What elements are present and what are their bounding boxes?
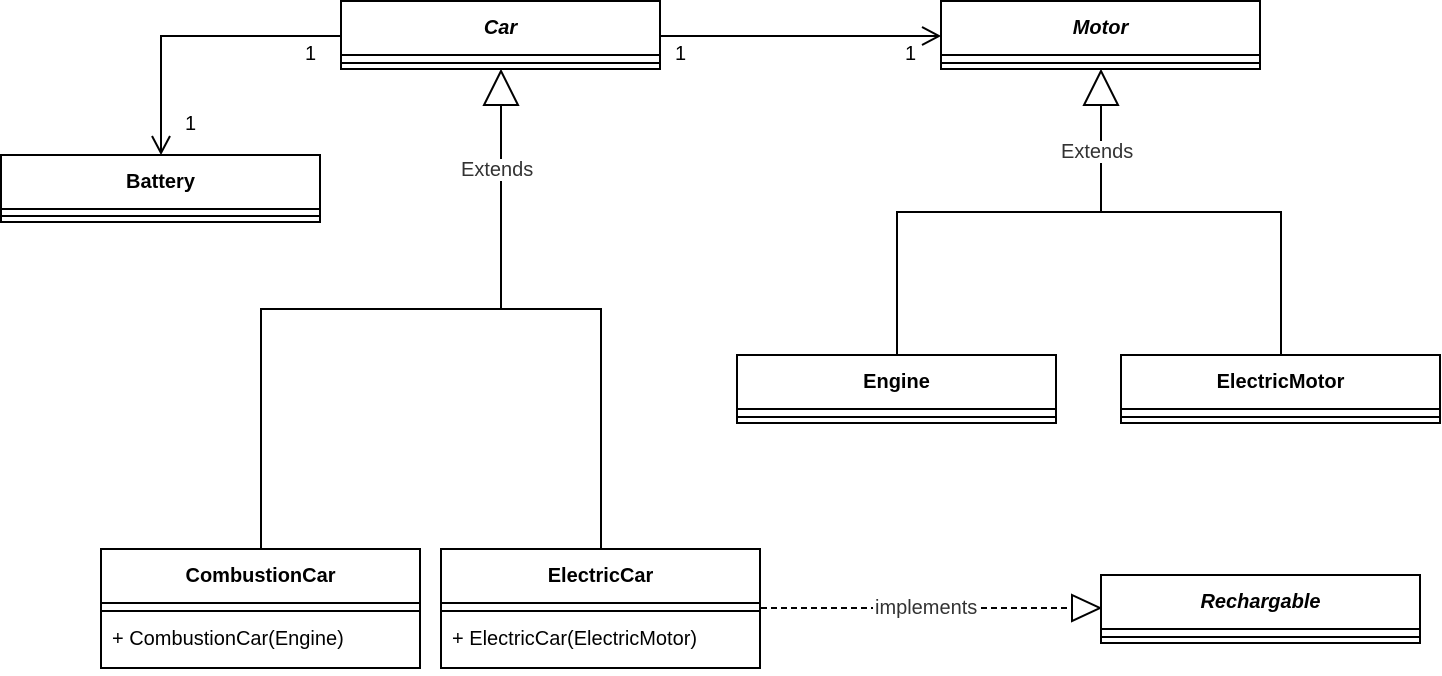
class-car-name: Car [342, 2, 659, 56]
class-electric-car-name: ElectricCar [442, 550, 759, 604]
class-battery-name: Battery [2, 156, 319, 210]
class-car-attributes [342, 56, 659, 64]
class-rechargable[interactable]: Rechargable [1100, 574, 1421, 644]
class-motor[interactable]: Motor [940, 0, 1261, 70]
motor-generalization-branch [896, 211, 1282, 354]
car-extends-label: Extends [461, 159, 534, 181]
car-motor-multiplicity-motor: 1 [905, 43, 917, 65]
class-electric-motor-name: ElectricMotor [1122, 356, 1439, 410]
battery-arrowhead [151, 135, 171, 156]
class-combustion-car-attributes [102, 604, 419, 612]
class-electric-car-method: + ElectricCar(ElectricMotor) [452, 628, 698, 650]
class-motor-name: Motor [942, 2, 1259, 56]
class-combustion-car[interactable]: CombustionCar + CombustionCar(Engine) [100, 548, 421, 669]
motor-extends-label: Extends [1061, 141, 1134, 163]
class-engine-name: Engine [738, 356, 1055, 410]
class-combustion-car-name: CombustionCar [102, 550, 419, 604]
car-generalization-branch [260, 308, 602, 548]
car-motor-multiplicity-car: 1 [675, 43, 687, 65]
car-battery-association [160, 35, 340, 152]
class-car[interactable]: Car [340, 0, 661, 70]
class-battery-attributes [2, 210, 319, 217]
class-engine[interactable]: Engine [736, 354, 1057, 424]
class-electric-car-attributes [442, 604, 759, 612]
motor-generalization-triangle [1082, 68, 1120, 106]
car-generalization-triangle [482, 68, 520, 106]
class-electric-motor[interactable]: ElectricMotor [1120, 354, 1441, 424]
class-motor-attributes [942, 56, 1259, 64]
class-electric-car[interactable]: ElectricCar + ElectricCar(ElectricMotor) [440, 548, 761, 669]
car-battery-multiplicity-battery: 1 [185, 113, 197, 135]
implements-triangle [1071, 593, 1103, 623]
class-electric-motor-attributes [1122, 410, 1439, 418]
car-battery-multiplicity-car: 1 [305, 43, 317, 65]
class-battery[interactable]: Battery [0, 154, 321, 223]
class-rechargable-attributes [1102, 630, 1419, 638]
class-rechargable-name: Rechargable [1102, 576, 1419, 630]
class-engine-attributes [738, 410, 1055, 418]
class-combustion-car-method: + CombustionCar(Engine) [112, 628, 344, 650]
implements-label: implements [873, 597, 980, 619]
motor-arrowhead [921, 26, 942, 46]
